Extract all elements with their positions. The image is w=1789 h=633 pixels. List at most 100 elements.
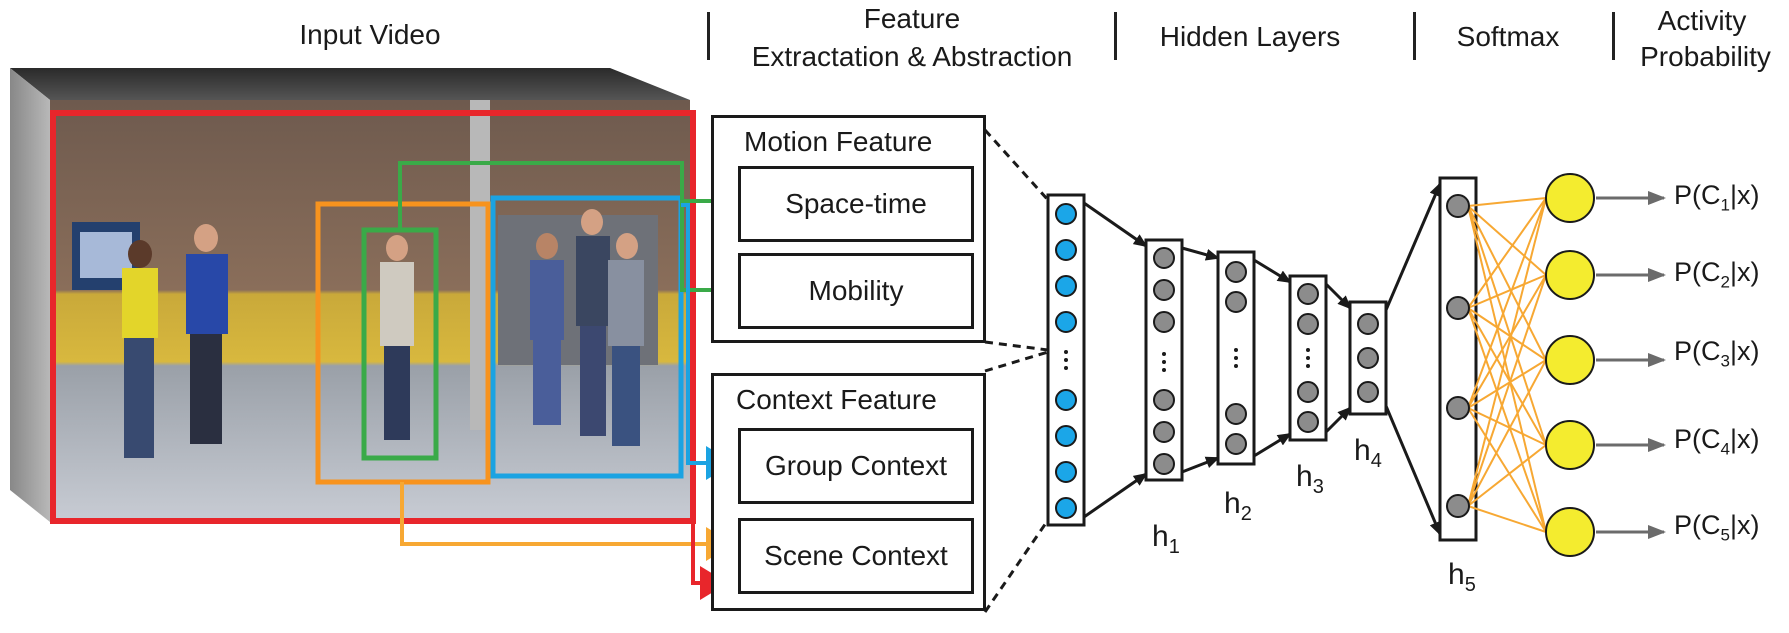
ellipsis-dot xyxy=(1234,348,1238,352)
header-hidden-layers: Hidden Layers xyxy=(1159,21,1341,52)
ellipsis-dot xyxy=(1064,358,1068,362)
hidden-node xyxy=(1225,291,1247,313)
ellipsis-dot xyxy=(1306,348,1310,352)
ellipsis-dot xyxy=(1162,360,1166,364)
video-frame-stack xyxy=(10,68,690,522)
blue-group-box xyxy=(490,195,684,479)
hidden-node xyxy=(1153,421,1175,443)
header-feature-line1: Feature xyxy=(863,3,961,34)
ellipsis-dot xyxy=(1306,364,1310,368)
softmax-node xyxy=(1545,173,1595,223)
ellipsis-dot xyxy=(1162,368,1166,372)
scene-context-label: Scene Context xyxy=(764,540,948,571)
hidden-node xyxy=(1153,311,1175,333)
softmax-node xyxy=(1545,335,1595,385)
softmax-edge xyxy=(1467,197,1547,207)
hidden-node xyxy=(1357,347,1379,369)
header-activity-line1: Activity xyxy=(1657,5,1747,36)
group-context-label: Group Context xyxy=(764,450,948,481)
layer-label-h1: h1 xyxy=(1152,520,1180,558)
dashed-connectors xyxy=(983,128,1050,613)
layer-label-h5: h5 xyxy=(1448,558,1476,596)
layer-edge-top xyxy=(1083,201,1148,248)
red-frame-box xyxy=(50,110,696,524)
input-node xyxy=(1055,275,1077,297)
hidden-node xyxy=(1153,389,1175,411)
ellipsis-dot xyxy=(1234,356,1238,360)
input-node xyxy=(1055,425,1077,447)
layer-edge-bottom xyxy=(1384,405,1442,536)
softmax-edge xyxy=(1467,205,1547,361)
layer-label-h2: h2 xyxy=(1224,487,1252,525)
layer-edge-top xyxy=(1324,282,1352,310)
softmax-edge xyxy=(1467,205,1547,533)
header-separator xyxy=(707,12,710,60)
hidden-node xyxy=(1446,194,1470,218)
softmax-edge xyxy=(1467,274,1547,309)
hidden-node xyxy=(1446,494,1470,518)
output-prob-c2: P(C2|x) xyxy=(1674,257,1760,292)
softmax-node xyxy=(1545,250,1595,300)
scene-context-box: Scene Context xyxy=(738,518,974,594)
hidden-node xyxy=(1153,453,1175,475)
softmax-edge xyxy=(1467,359,1547,507)
header-separator xyxy=(1612,12,1615,60)
mobility-box: Mobility xyxy=(738,253,974,329)
input-node xyxy=(1055,311,1077,333)
softmax-edge xyxy=(1467,307,1547,446)
hidden-node xyxy=(1297,411,1319,433)
softmax-edge xyxy=(1467,197,1547,507)
softmax-edge xyxy=(1467,307,1547,361)
mobility-label: Mobility xyxy=(808,275,904,306)
ellipsis-dot xyxy=(1064,366,1068,370)
hidden-node xyxy=(1153,279,1175,301)
softmax-edge xyxy=(1467,274,1547,409)
softmax-edge xyxy=(1467,197,1547,409)
hidden-node xyxy=(1153,247,1175,269)
layer-label-h3: h3 xyxy=(1296,460,1324,498)
layer-edge-bottom xyxy=(1181,456,1220,474)
group-context-box: Group Context xyxy=(738,428,974,504)
space-time-label: Space-time xyxy=(785,188,927,219)
hidden-node xyxy=(1446,296,1470,320)
hidden-node xyxy=(1225,261,1247,283)
softmax-edge xyxy=(1467,205,1547,276)
hidden-node xyxy=(1357,313,1379,335)
softmax-edge xyxy=(1467,307,1547,533)
softmax-edge xyxy=(1467,505,1547,533)
layer-label-h4: h4 xyxy=(1354,434,1382,472)
input-node xyxy=(1055,203,1077,225)
ellipsis-dot xyxy=(1306,356,1310,360)
layer-edge-top xyxy=(1181,246,1220,261)
input-node xyxy=(1055,461,1077,483)
softmax-node xyxy=(1545,507,1595,557)
output-prob-c3: P(C3|x) xyxy=(1674,336,1760,371)
motion-feature-title: Motion Feature xyxy=(744,126,933,157)
space-time-box: Space-time xyxy=(738,166,974,242)
hidden-node xyxy=(1297,381,1319,403)
softmax-edge xyxy=(1467,359,1547,409)
header-separator xyxy=(1413,12,1416,60)
context-feature-title: Context Feature xyxy=(736,384,937,415)
output-prob-c4: P(C4|x) xyxy=(1674,424,1760,459)
softmax-node xyxy=(1545,420,1595,470)
hidden-node xyxy=(1225,433,1247,455)
motion-feature-box: Motion Feature Space-time Mobility xyxy=(711,115,986,343)
header-feature-line2: Extractation & Abstraction xyxy=(751,41,1073,72)
input-node xyxy=(1055,497,1077,519)
softmax-edge xyxy=(1467,274,1547,507)
layer-box-h5 xyxy=(1438,176,1478,542)
softmax-edge xyxy=(1467,197,1547,309)
ellipsis-dot xyxy=(1064,350,1068,354)
input-node xyxy=(1055,239,1077,261)
layer-edge-bottom xyxy=(1083,472,1148,519)
context-feature-box: Context Feature Group Context Scene Cont… xyxy=(711,373,986,611)
layer-edge-bottom xyxy=(1324,406,1352,434)
softmax-edge xyxy=(1467,407,1547,533)
hidden-node xyxy=(1297,313,1319,335)
layer-edge-top xyxy=(1384,182,1442,311)
hidden-node xyxy=(1297,283,1319,305)
output-prob-c5: P(C5|x) xyxy=(1674,510,1760,545)
